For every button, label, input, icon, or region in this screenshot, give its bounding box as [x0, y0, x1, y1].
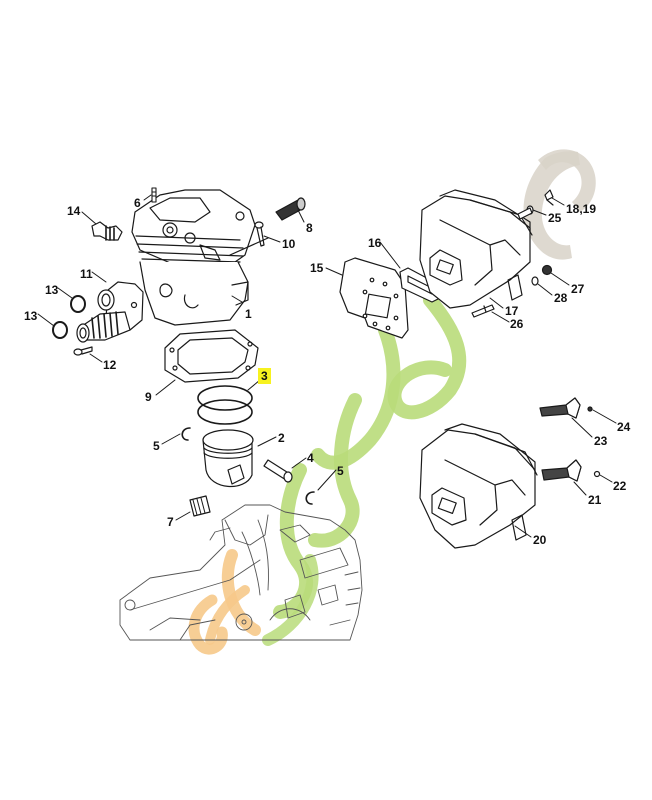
manifold-ring-part-13a — [70, 295, 86, 313]
callout-12[interactable]: 12 — [103, 358, 117, 372]
callout-9[interactable]: 9 — [145, 390, 152, 404]
piston-rings-part-3 — [197, 385, 253, 425]
callout-10[interactable]: 10 — [282, 237, 296, 251]
intake-manifold-part-11 — [76, 281, 144, 343]
stud-part-6 — [151, 187, 157, 203]
callout-3-highlighted[interactable]: 3 — [258, 368, 271, 384]
callout-21[interactable]: 21 — [588, 493, 602, 507]
needle-bearing-part-7 — [189, 495, 211, 517]
callout-7[interactable]: 7 — [167, 515, 174, 529]
callout-17[interactable]: 17 — [505, 304, 519, 318]
muffler-lower-part-20 — [419, 423, 538, 549]
muffler-screws-part-18-19 — [544, 189, 554, 206]
watermark-orange-stroke-3 — [188, 594, 228, 655]
watermark-green-stroke-1 — [387, 293, 467, 420]
callout-23[interactable]: 23 — [594, 434, 608, 448]
decompression-valve-part-8 — [275, 197, 306, 221]
callout-5b[interactable]: 5 — [337, 464, 344, 478]
circlip-part-5a — [181, 427, 191, 441]
callout-5a[interactable]: 5 — [153, 439, 160, 453]
callout-28[interactable]: 28 — [554, 291, 568, 305]
spark-plug-part-14 — [91, 221, 123, 241]
cylinder-screw-part-10 — [254, 221, 265, 247]
callout-1[interactable]: 1 — [245, 307, 252, 321]
callout-4[interactable]: 4 — [307, 451, 314, 465]
spark-arrestor-screw-part-24 — [587, 406, 593, 412]
callout-13a[interactable]: 13 — [45, 283, 59, 297]
callout-16[interactable]: 16 — [368, 236, 382, 250]
watermark — [188, 149, 596, 655]
watermark-green-stroke-5 — [262, 554, 319, 646]
muffler-nut-part-27 — [541, 264, 553, 276]
heat-shield-part-15 — [339, 257, 409, 339]
muffler-upper-part-17 — [419, 189, 533, 309]
watermark-green-stroke-2 — [311, 323, 401, 470]
callout-6[interactable]: 6 — [134, 196, 141, 210]
circlip-part-5b — [305, 491, 315, 505]
callout-8[interactable]: 8 — [306, 221, 313, 235]
muffler-bolt-part-25 — [517, 205, 534, 220]
leader-lines — [37, 194, 617, 538]
callout-2[interactable]: 2 — [278, 431, 285, 445]
watermark-orange-stroke-2 — [205, 585, 250, 645]
watermark-green-stroke-3 — [308, 393, 362, 548]
watermark-grey-c — [523, 151, 580, 260]
muffler-stud-part-26 — [471, 304, 495, 318]
callout-11[interactable]: 11 — [80, 267, 93, 281]
washer-part-28 — [531, 276, 539, 286]
callout-15[interactable]: 15 — [310, 261, 324, 275]
spark-arrestor-part-21 — [541, 459, 582, 482]
callout-22[interactable]: 22 — [613, 479, 627, 493]
cylinder-part-1 — [131, 189, 269, 326]
callout-27[interactable]: 27 — [571, 282, 585, 296]
watermark-grey-c2 — [538, 149, 596, 212]
piston-pin-part-4 — [263, 459, 293, 483]
spark-arrestor-part-23 — [539, 397, 581, 419]
manifold-screw-part-12 — [73, 346, 93, 356]
spark-arrestor-screw-part-22 — [593, 470, 601, 478]
manifold-ring-part-13b — [52, 321, 68, 339]
callout-26[interactable]: 26 — [510, 317, 524, 331]
callout-20[interactable]: 20 — [533, 533, 547, 547]
cylinder-gasket-part-9 — [164, 329, 259, 383]
watermark-green-stroke-4 — [273, 463, 313, 619]
crankcase — [119, 504, 363, 641]
callout-18-19[interactable]: 18,19 — [566, 202, 597, 216]
callout-13b[interactable]: 13 — [24, 309, 38, 323]
callout-14[interactable]: 14 — [67, 204, 81, 218]
callout-25[interactable]: 25 — [548, 211, 562, 225]
piston-part-2 — [202, 429, 254, 488]
callout-24[interactable]: 24 — [617, 420, 631, 434]
